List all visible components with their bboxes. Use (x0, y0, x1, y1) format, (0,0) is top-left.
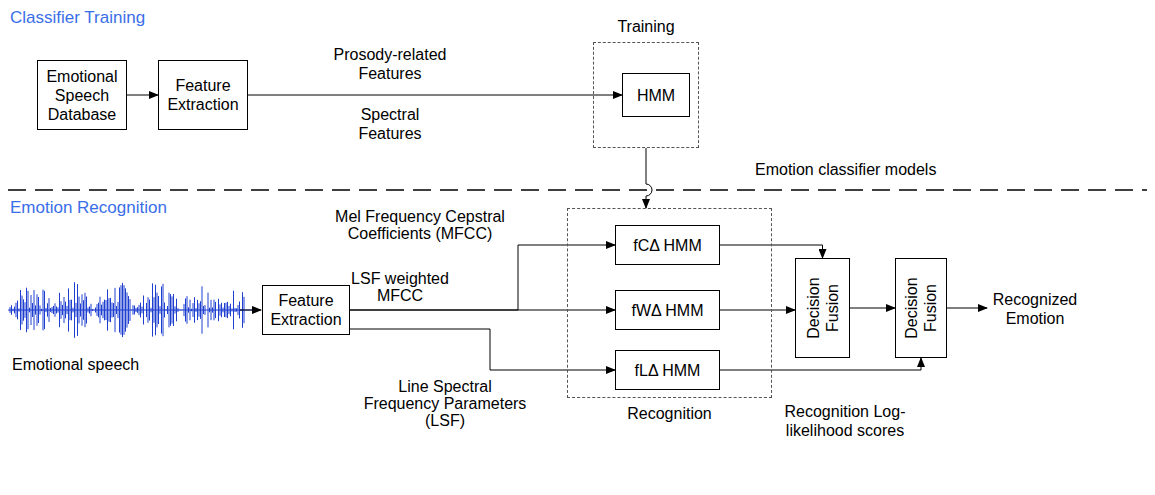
process-box: Feature Extraction (262, 285, 350, 335)
box-label: Emotional Speech Database (38, 67, 126, 124)
feature-label: LSF weighted MFCC (345, 270, 455, 304)
box-label: fWΔ HMM (627, 301, 707, 320)
box-label: fLΔ HMM (631, 361, 705, 380)
connector-arrow (350, 310, 615, 311)
output-label: Recognized Emotion (990, 290, 1080, 328)
connector-arrow (248, 95, 622, 96)
connector-arrow (720, 310, 795, 311)
model-box: fCΔ HMM (615, 225, 720, 265)
waveform-label: Emotional speech (12, 355, 172, 374)
box-label: fCΔ HMM (629, 236, 705, 255)
feature-label: Mel Frequency Cepstral Coefficients (MFC… (335, 208, 505, 242)
model-box: fWΔ HMM (615, 290, 720, 330)
speech-waveform (10, 282, 244, 338)
group-heading: Recognition (568, 404, 771, 423)
recognition-group: RecognitionfCΔ HMMfWΔ HMMfLΔ HMM (567, 208, 772, 398)
model-box: HMM (622, 73, 690, 117)
process-box: Feature Extraction (158, 60, 248, 130)
training-group: TrainingHMM (593, 42, 699, 148)
section-divider (8, 189, 1147, 191)
connector-arrow (850, 308, 895, 309)
box-label: Feature Extraction (263, 291, 349, 329)
box-label: Decision Fusion (804, 263, 842, 353)
connector-arrow (127, 95, 158, 96)
box-label: Feature Extraction (159, 76, 247, 114)
section-title: Classifier Training (10, 8, 210, 27)
model-box: fLΔ HMM (615, 350, 720, 390)
connector-arrow (720, 358, 921, 370)
arrow-label: Emotion classifier models (755, 160, 985, 179)
feature-label: Line Spectral Frequency Parameters (LSF) (360, 378, 530, 429)
process-box: Emotional Speech Database (37, 60, 127, 130)
feature-label: Prosody-related Features (325, 45, 455, 83)
feature-label: Spectral Features (335, 105, 445, 143)
fusion-box: Decision Fusion (895, 258, 947, 358)
section-title: Emotion Recognition (10, 198, 210, 217)
box-label: HMM (633, 86, 679, 105)
score-label: Recognition Log-likelihood scores (775, 402, 915, 440)
input-arrow (240, 310, 261, 311)
connector-arrow (646, 148, 652, 208)
connector-arrow (350, 329, 615, 370)
box-label: Decision Fusion (902, 263, 940, 353)
fusion-box: Decision Fusion (795, 258, 850, 358)
group-heading: Training (594, 17, 698, 36)
output-arrow (947, 308, 987, 309)
